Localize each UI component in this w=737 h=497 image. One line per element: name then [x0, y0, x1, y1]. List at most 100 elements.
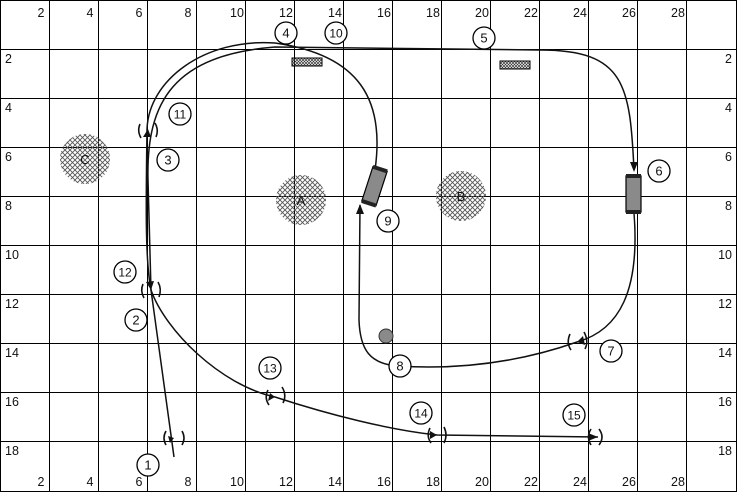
axis-label-left: 12 [5, 297, 19, 311]
axis-label-top: 8 [185, 6, 192, 20]
marker-circle [409, 401, 433, 425]
marker-label: 7 [607, 344, 614, 359]
axis-label-bottom: 16 [377, 475, 391, 489]
axis-label-right: 6 [725, 150, 732, 164]
axis-label-bottom: 24 [573, 475, 587, 489]
marker-circle [136, 453, 160, 477]
zone-b-label: B [457, 189, 466, 204]
axis-label-top: 2 [38, 6, 45, 20]
marker-15: 15 [562, 403, 586, 427]
marker-11: 11 [168, 102, 192, 126]
axis-label-bottom: 6 [136, 475, 143, 489]
axis-label-right: 8 [725, 199, 732, 213]
marker-circle [168, 102, 192, 126]
marker-label: 8 [396, 359, 403, 374]
path-segment-return [145, 41, 599, 438]
marker-6: 6 [647, 159, 671, 183]
gate-3 [137, 122, 159, 139]
marker-1: 1 [136, 453, 160, 477]
ball-marker [378, 328, 394, 344]
marker-13: 13 [258, 356, 282, 380]
marker-label: 6 [655, 164, 662, 179]
axis-label-bottom: 22 [524, 475, 538, 489]
axis-label-bottom: 20 [475, 475, 489, 489]
gate-15 [587, 428, 603, 446]
arrow-head [268, 393, 275, 401]
gate-14 [427, 426, 447, 444]
axis-label-bottom: 14 [328, 475, 342, 489]
axis-label-left: 8 [5, 199, 12, 213]
marker-label: 12 [118, 266, 132, 280]
zone-a: A [276, 175, 326, 225]
axis-label-left: 10 [5, 248, 19, 262]
zone-a-label: A [297, 193, 306, 208]
axis-label-top: 22 [524, 6, 538, 20]
axis-label-right: 4 [725, 101, 732, 115]
axis-label-top: 28 [671, 6, 685, 20]
arrow-head [143, 129, 151, 137]
arrow-head [356, 204, 364, 214]
marker-circle [274, 21, 298, 45]
axis-label-top: 4 [87, 6, 94, 20]
marker-label: 4 [282, 26, 289, 41]
arrow-head [430, 431, 437, 439]
arrow-head [577, 336, 585, 345]
axis-label-top: 26 [622, 6, 636, 20]
marker-circle [258, 356, 282, 380]
marker-circle [156, 148, 180, 172]
axis-label-bottom: 2 [38, 475, 45, 489]
axis-label-left: 4 [5, 101, 12, 115]
axis-label-left: 6 [5, 150, 12, 164]
axis-label-left: 14 [5, 346, 19, 360]
barrel-9 [361, 164, 388, 208]
path-segment-outer [147, 46, 635, 458]
plank-obstacle-right [499, 60, 531, 70]
marker-2: 2 [124, 308, 148, 332]
marker-circle [376, 209, 400, 233]
marker-10: 10 [324, 21, 348, 45]
zone-b: B [436, 171, 486, 221]
path-segment-inner [358, 204, 636, 368]
marker-label: 1 [144, 458, 151, 473]
marker-circle [562, 403, 586, 427]
marker-5: 5 [472, 26, 496, 50]
marker-14: 14 [409, 401, 433, 425]
gate-7 [567, 331, 588, 351]
axis-label-left: 18 [5, 444, 19, 458]
axis-label-right: 18 [718, 444, 732, 458]
arrow-head [146, 281, 154, 290]
axis-label-bottom: 28 [671, 475, 685, 489]
marker-circle [124, 308, 148, 332]
axis-label-right: 10 [718, 248, 732, 262]
axis-label-top: 24 [573, 6, 587, 20]
gates [137, 122, 603, 446]
axis-label-top: 6 [136, 6, 143, 20]
marker-label: 13 [263, 362, 277, 376]
axis-label-right: 12 [718, 297, 732, 311]
axis-label-top: 16 [377, 6, 391, 20]
marker-8: 8 [388, 354, 412, 378]
course-path [145, 41, 636, 458]
barrel-6 [625, 174, 642, 214]
marker-label: 15 [567, 409, 581, 423]
marker-label: 5 [480, 31, 487, 46]
marker-circle [388, 354, 412, 378]
arrow-head [168, 436, 174, 443]
marker-label: 3 [164, 153, 171, 168]
marker-4: 4 [274, 21, 298, 45]
axis-label-bottom: 12 [279, 475, 293, 489]
marker-12: 12 [113, 260, 137, 284]
marker-label: 14 [414, 407, 428, 421]
gate-2 [140, 281, 162, 299]
axis-label-bottom: 4 [87, 475, 94, 489]
arrow-head [588, 433, 598, 441]
axis-label-left: 16 [5, 395, 19, 409]
marker-circle [647, 159, 671, 183]
zone-c-label: C [80, 152, 89, 167]
arrow-head [630, 162, 638, 172]
axis-label-top: 20 [475, 6, 489, 20]
